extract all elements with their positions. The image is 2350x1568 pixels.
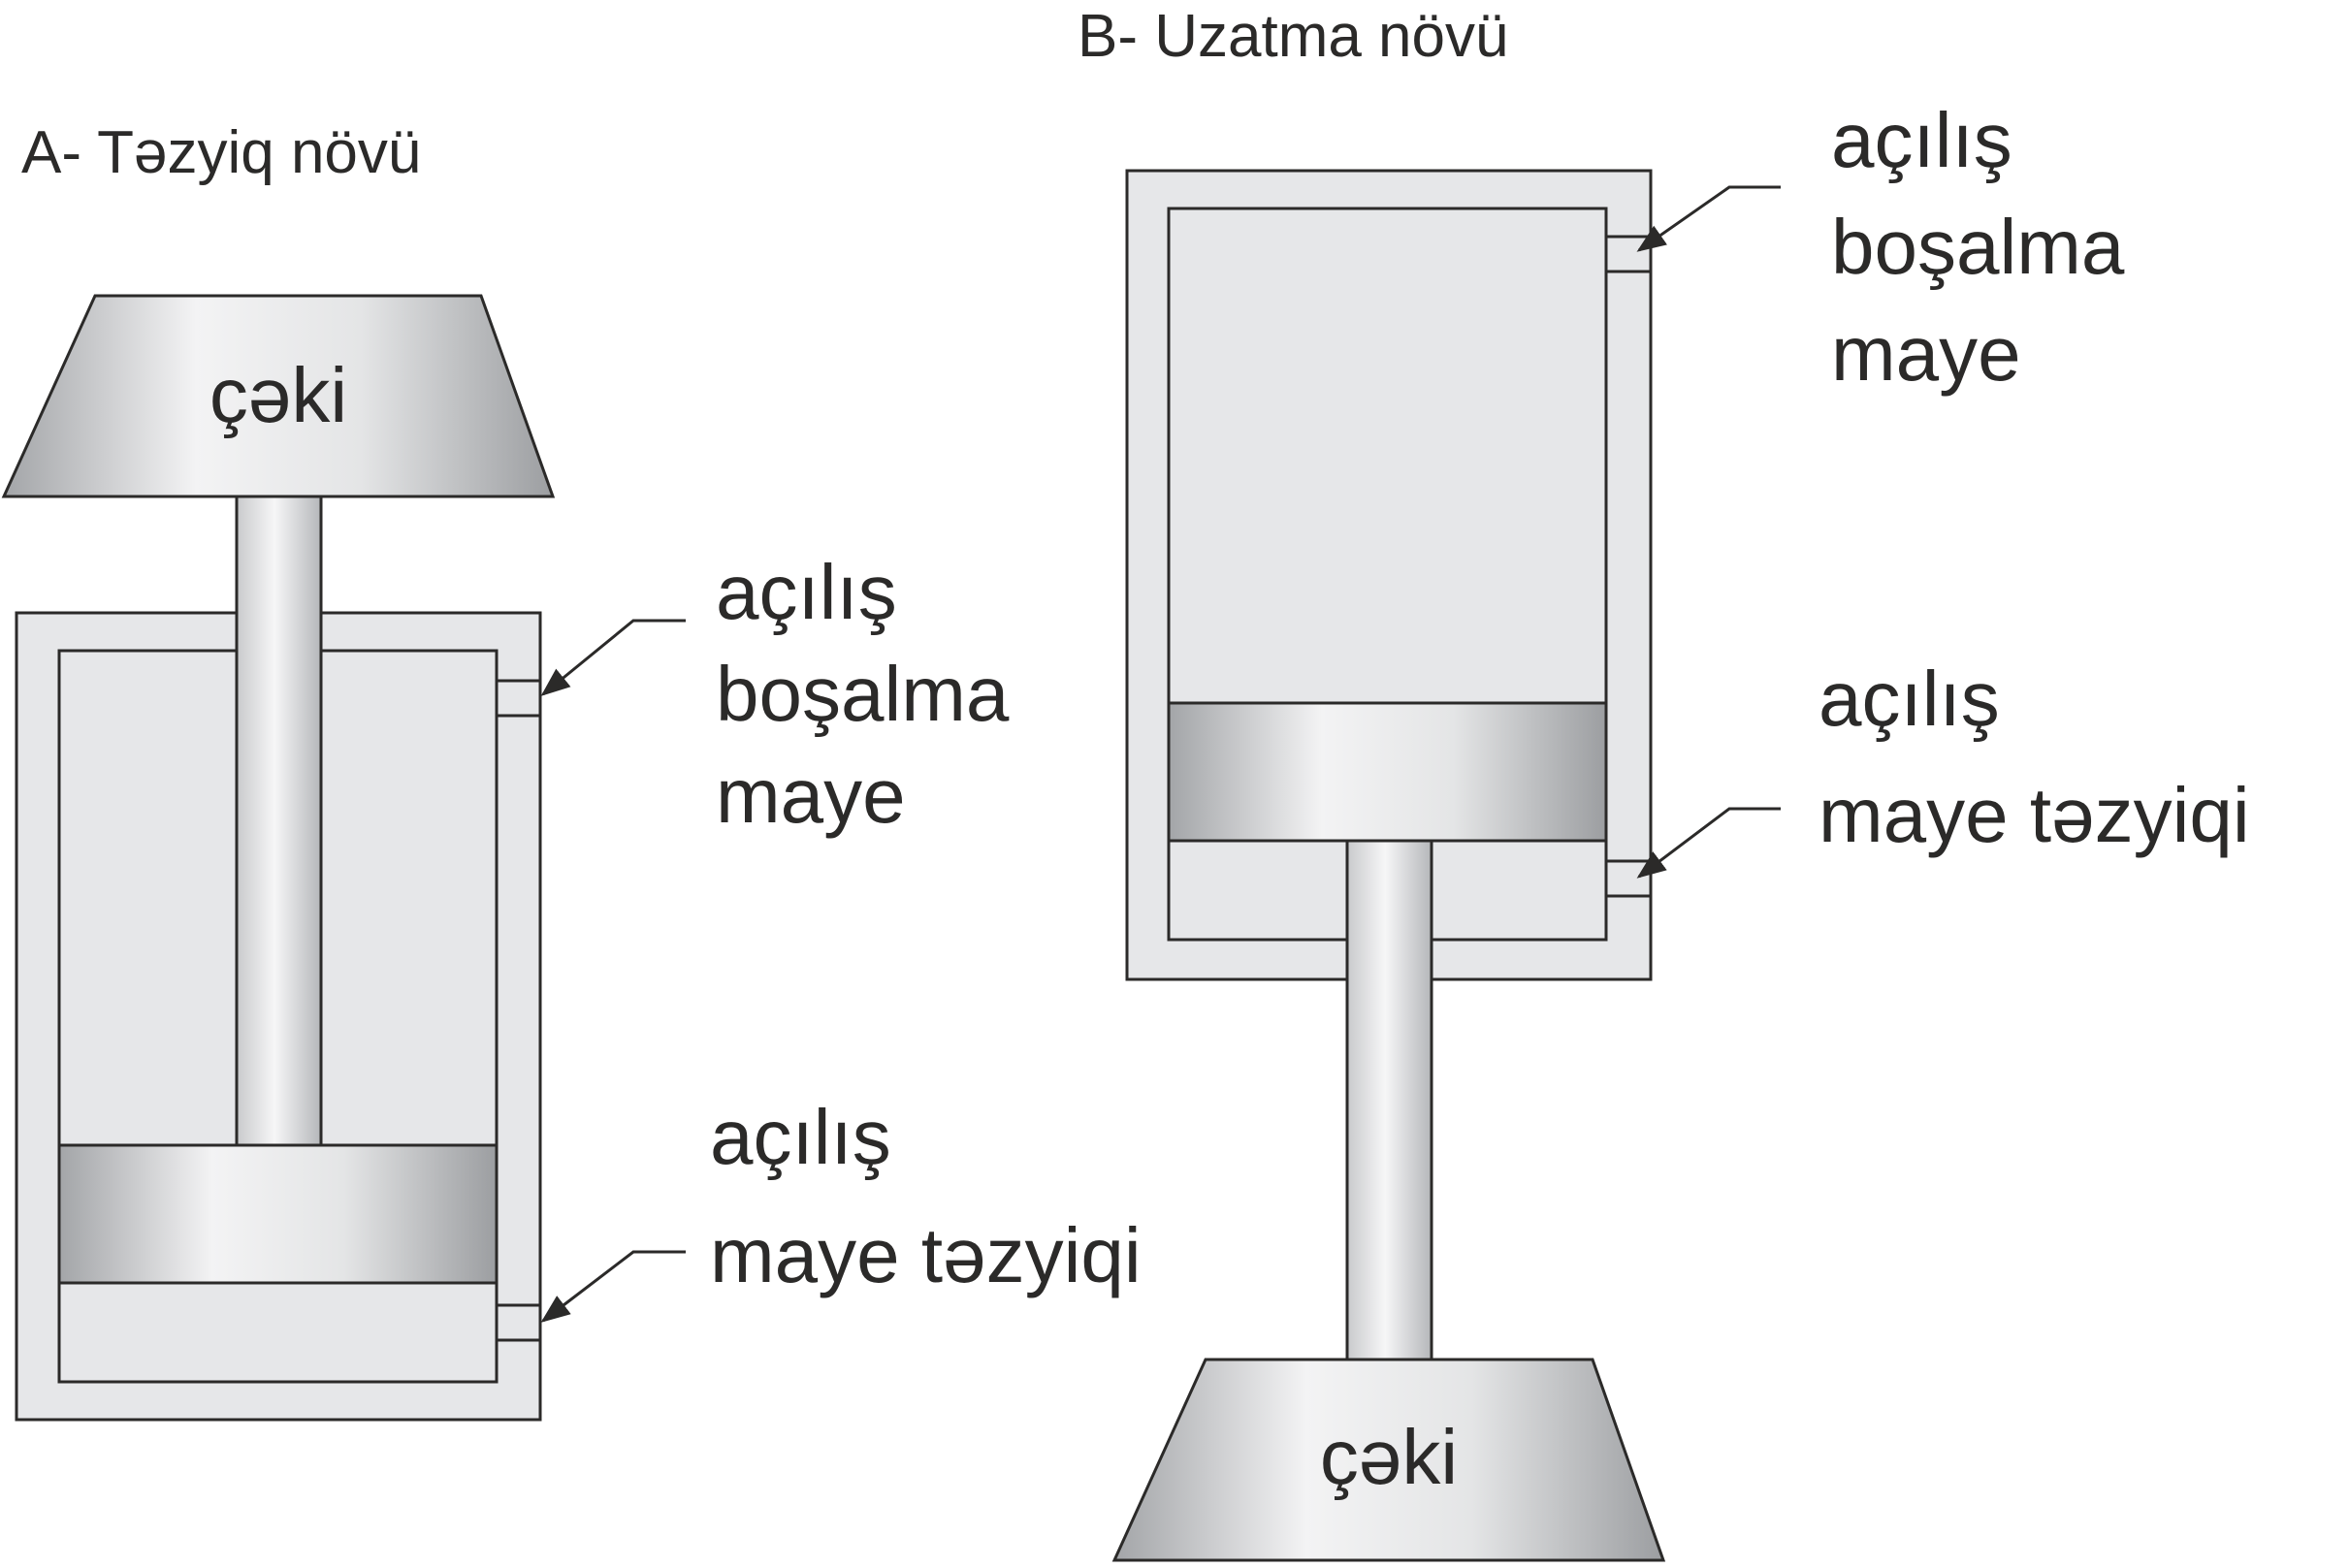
label-a-top-line2: boşalma bbox=[716, 651, 1010, 737]
piston-rod-a bbox=[235, 495, 323, 1147]
weight-b-label: çəki bbox=[1320, 1414, 1458, 1500]
weight-b bbox=[1111, 1358, 1666, 1562]
port-b-top bbox=[1604, 235, 1653, 273]
leader-b-top bbox=[1636, 185, 1781, 252]
diagram-a-title: A- Təzyiq növü bbox=[21, 119, 421, 186]
label-b-top-line1: açılış bbox=[1831, 97, 2012, 183]
label-b-top-line3: maye bbox=[1831, 310, 2021, 397]
diagram-b-title: B- Uzatma növü bbox=[1078, 3, 1509, 70]
piston-b bbox=[1167, 701, 1608, 843]
port-a-bottom bbox=[495, 1303, 542, 1342]
leader-a-bottom bbox=[540, 1250, 686, 1323]
piston-rod-b bbox=[1345, 839, 1433, 1361]
weight-a-label: çəki bbox=[209, 352, 347, 438]
piston-a bbox=[57, 1143, 499, 1285]
label-a-top-line3: maye bbox=[716, 752, 906, 839]
diagram-a: A- Təzyiq növü çəki açılış boşalma maye … bbox=[1, 119, 1142, 1422]
leader-b-bottom bbox=[1636, 807, 1781, 879]
weight-a bbox=[1, 294, 556, 498]
label-b-bottom-line1: açılış bbox=[1819, 656, 2000, 742]
port-b-bottom bbox=[1604, 859, 1653, 898]
diagram-b: B- Uzatma növü çəki açılış boşalma maye … bbox=[1078, 3, 2250, 1562]
label-a-top-line1: açılış bbox=[716, 549, 897, 635]
port-a-top bbox=[495, 679, 542, 718]
label-b-bottom-line2: maye təzyiqi bbox=[1819, 772, 2250, 858]
label-b-top-line2: boşalma bbox=[1831, 204, 2125, 290]
label-a-bottom-line1: açılış bbox=[710, 1094, 891, 1180]
label-a-bottom-line2: maye təzyiqi bbox=[710, 1212, 1142, 1298]
leader-a-top bbox=[540, 619, 686, 696]
